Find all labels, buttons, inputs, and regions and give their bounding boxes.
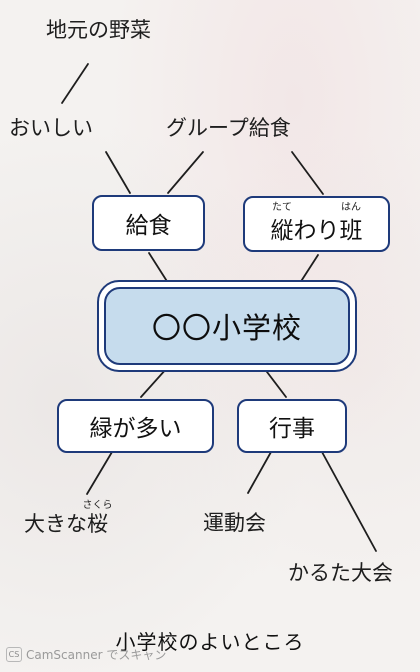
center-node: 〇〇小学校 xyxy=(104,287,350,365)
line-gyoji-karuta xyxy=(321,451,377,552)
camscanner-logo-icon: CS xyxy=(6,647,22,662)
node-gyoji-label: 行事 xyxy=(269,416,315,442)
node-midori-label: 緑が多い xyxy=(89,416,182,442)
ruby-tate: たて xyxy=(272,202,292,213)
sakura-ruby-wrap: 桜さくら xyxy=(82,500,113,536)
node-kyushoku: 給食 xyxy=(92,195,205,251)
tatewari-middle: わり xyxy=(293,218,340,244)
line-midori-sakura xyxy=(86,451,113,495)
node-midori-ga-ooi: 緑が多い xyxy=(57,399,214,453)
label-karuta-taikai: かるた大会 xyxy=(288,561,393,585)
ruby-sakura: さくら xyxy=(82,500,113,511)
line-group-tatewari xyxy=(291,151,324,195)
camscanner-text: CamScanner でスキャン xyxy=(26,648,167,662)
node-gyoji: 行事 xyxy=(237,399,347,453)
tate-ruby-wrap: 縦たて xyxy=(271,202,294,245)
line-gyoji-undokai xyxy=(247,451,272,494)
line-center-gyoji xyxy=(263,367,287,398)
diagram-caption: 小学校のよいところ xyxy=(115,630,305,654)
line-group-kyushoku xyxy=(167,151,204,194)
line-oishii-kyushoku xyxy=(105,151,131,194)
label-undokai: 運動会 xyxy=(203,511,266,535)
line-jimoto-oishii xyxy=(61,63,89,104)
camscanner-watermark: CS CamScanner でスキャン xyxy=(6,646,166,663)
han-ruby-wrap: 班はん xyxy=(340,202,363,245)
label-ookina-sakura: 大きな桜さくら xyxy=(24,500,113,536)
center-node-label: 〇〇小学校 xyxy=(151,311,302,345)
label-group-kyushoku: グループ給食 xyxy=(166,116,291,140)
node-tatewari-han: 縦たてわり班はん xyxy=(243,196,390,252)
line-center-midori xyxy=(140,367,168,398)
label-oishii: おいしい xyxy=(9,116,93,140)
node-kyushoku-label: 給食 xyxy=(125,213,172,239)
ruby-han: はん xyxy=(341,202,361,213)
label-jimoto-no-yasai: 地元の野菜 xyxy=(46,18,151,42)
